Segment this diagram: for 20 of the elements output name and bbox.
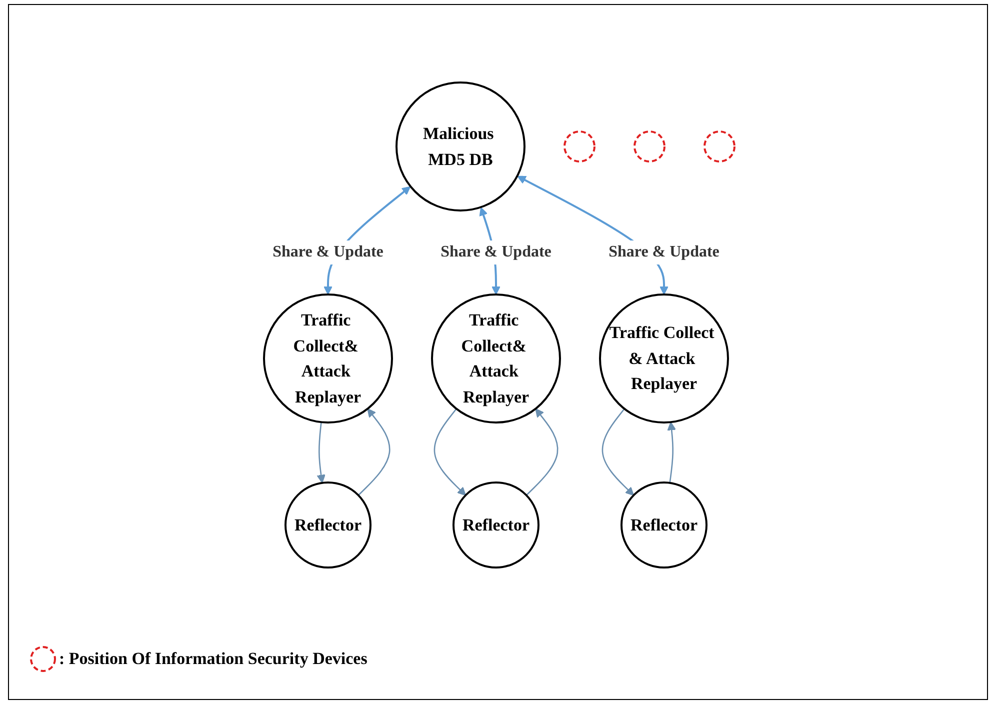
node-circle: Reflector	[284, 482, 372, 568]
arrow	[316, 422, 326, 484]
edge-label: Share & Update	[608, 243, 720, 260]
edge-label: Share & Update	[440, 243, 552, 260]
arrow	[602, 408, 634, 496]
legend-text: : Position Of Information Security Devices	[59, 649, 368, 669]
arrow	[434, 408, 466, 496]
arrow	[667, 422, 676, 483]
node-circle	[633, 130, 666, 162]
node-circle: Reflector	[620, 482, 708, 568]
node-circle: Malicious MD5 DB	[395, 82, 526, 212]
arrow	[358, 408, 390, 496]
arrow	[526, 408, 558, 496]
node-circle: Reflector	[452, 482, 540, 568]
node-circle: Traffic Collect& Attack Replayer	[262, 294, 393, 424]
edge-label: Share & Update	[272, 243, 384, 260]
node-circle	[703, 130, 736, 162]
node-circle	[563, 130, 596, 162]
node-circle: Traffic Collect & Attack Replayer	[598, 294, 729, 424]
node-circle: Traffic Collect& Attack Replayer	[430, 294, 561, 424]
